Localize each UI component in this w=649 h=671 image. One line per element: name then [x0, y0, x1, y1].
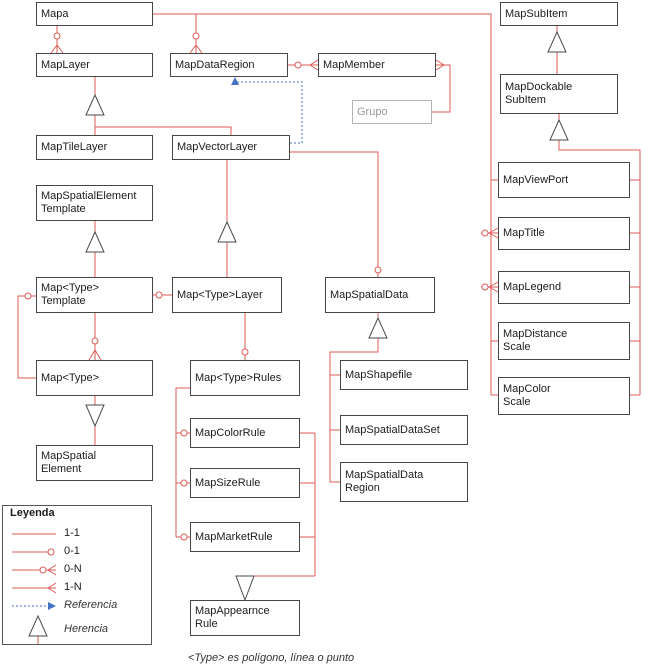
- rel-maptype-maptypetemplate: [17, 295, 36, 379]
- node-grupo: Grupo: [352, 100, 432, 124]
- node-maptitle: MapTitle: [498, 217, 630, 250]
- zero-circle: [241, 348, 249, 356]
- node-mapdataregion: MapDataRegion: [170, 53, 288, 77]
- legend-herencia-triangle: [28, 614, 48, 637]
- zero-circle: [155, 291, 163, 299]
- rel-mapdockable-inheritance: [558, 114, 641, 396]
- inheritance-triangle: [547, 30, 567, 53]
- legend-referencia-arrowhead: [48, 602, 56, 610]
- node-mapspatialdataset: MapSpatialDataSet: [340, 415, 468, 445]
- inheritance-triangle: [368, 316, 388, 339]
- legend-item-1-1: 1-1: [64, 527, 80, 539]
- zero-circle: [481, 229, 489, 237]
- inheritance-triangle: [549, 118, 569, 141]
- node-mapspatialdataregion: MapSpatialData Region: [340, 462, 468, 502]
- zero-circle: [180, 479, 188, 487]
- legend-item-1-n: 1-N: [64, 581, 82, 593]
- inheritance-triangle: [217, 220, 237, 243]
- node-maplegend: MapLegend: [498, 271, 630, 304]
- node-mapviewport: MapViewPort: [498, 162, 630, 198]
- legend-item-0-n: 0-N: [64, 563, 82, 575]
- node-mapmember: MapMember: [318, 53, 436, 77]
- inheritance-triangle: [85, 404, 105, 428]
- legend-line-1-n: [12, 582, 57, 594]
- rel-maptyperules-rules: [175, 387, 190, 538]
- node-maptype: Map<Type>: [36, 360, 153, 396]
- legend-box: [2, 505, 152, 645]
- zero-circle: [294, 61, 302, 69]
- node-mapdistancescale: MapDistance Scale: [498, 322, 630, 360]
- rel-rules-appearancerule: [254, 432, 316, 577]
- legend-title: Leyenda: [10, 507, 55, 519]
- reference-lines: [12, 81, 303, 607]
- rel-grupo-mapmember: [432, 59, 451, 113]
- node-mapshapefile: MapShapefile: [340, 360, 468, 390]
- node-maplayer: MapLayer: [36, 53, 153, 77]
- node-mapspatialelementtemplate: MapSpatialElement Template: [36, 185, 153, 221]
- rel-mapdataregion-mapmember: [288, 59, 319, 71]
- node-mapspatialelement: MapSpatial Element: [36, 445, 153, 481]
- node-mapvectorlayer: MapVectorLayer: [172, 135, 290, 160]
- legend-line-0-n: [12, 564, 57, 576]
- node-mapsubitem: MapSubItem: [500, 2, 618, 26]
- node-mapcolorscale: MapColor Scale: [498, 377, 630, 415]
- legend-item-referencia: Referencia: [64, 599, 118, 611]
- rel-mapspatialdata-inheritance: [329, 313, 379, 483]
- zero-circle: [192, 32, 200, 40]
- rel-mapvectorlayer-mapspatialdata: [290, 151, 379, 277]
- inheritance-triangle: [235, 575, 255, 602]
- inheritance-triangle: [85, 230, 105, 253]
- node-mapappearncerule: MapAppearnce Rule: [190, 600, 300, 636]
- node-maptypelayer: Map<Type>Layer: [172, 277, 282, 313]
- zero-circle: [24, 292, 32, 300]
- legend-item-0-1: 0-1: [64, 545, 80, 557]
- ref-mapvectorlayer-mapdataregion: [237, 81, 303, 144]
- node-mapsizerule: MapSizeRule: [190, 468, 300, 498]
- rel-mapa-rail: [153, 13, 492, 395]
- node-maptypetemplate: Map<Type> Template: [36, 277, 153, 313]
- zero-circle: [39, 566, 47, 574]
- node-mapspatialdata: MapSpatialData: [325, 277, 435, 313]
- rel-mapa-mapdataregion: [189, 14, 203, 54]
- zero-circle: [47, 548, 55, 556]
- rel-maplayer-inheritance: [94, 77, 232, 135]
- node-mapdockablesubitem: MapDockable SubItem: [500, 74, 618, 114]
- zero-circle: [180, 533, 188, 541]
- inheritance-triangle: [85, 93, 105, 116]
- zero-circle: [374, 266, 382, 274]
- node-mapa: Mapa: [36, 2, 153, 26]
- zero-circle: [53, 32, 61, 40]
- zero-circle: [180, 429, 188, 437]
- node-mapmarketrule: MapMarketRule: [190, 522, 300, 552]
- zero-circle: [91, 337, 99, 345]
- node-mapcolorrule: MapColorRule: [190, 418, 300, 448]
- reference-arrowhead: [231, 77, 239, 85]
- node-maptyperules: Map<Type>Rules: [190, 360, 300, 396]
- node-maptilelayer: MapTileLayer: [36, 135, 153, 160]
- inheritance-triangles: [28, 30, 569, 637]
- zero-circle: [481, 283, 489, 291]
- rel-mapa-maplayer: [50, 26, 64, 54]
- rel-maptypetemplate-maptype: [88, 313, 102, 361]
- legend-item-herencia: Herencia: [64, 623, 109, 635]
- diagram-caption: <Type> es polígono, línea o punto: [188, 652, 355, 664]
- relation-lines: [12, 13, 641, 644]
